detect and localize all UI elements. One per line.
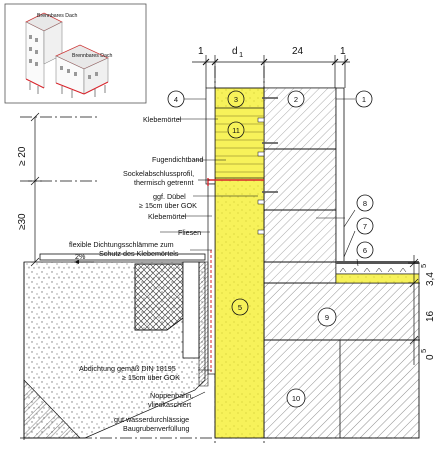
dim-top-1: 1 [198,46,204,57]
label-verfuellung-1: gut wasserdurchlässige [114,415,189,424]
label-abdichtung-1: Abdichtung gemäß DIN 18195 [79,364,176,373]
marker-10 [286,388,306,408]
label-duebel-1: ggf. Dübel [153,192,186,201]
slope-label: 2% [75,252,86,261]
leader-lines [160,98,359,408]
marker-9 [317,307,337,327]
marker-numbers: 4 3 2 1 11 8 7 6 5 9 10 [174,95,367,403]
marker-1-text: 1 [362,95,366,104]
terrain [23,253,209,440]
building-thumbnail: Brennbares Dach Brennbares Dach [4,3,147,104]
left-dimension-chain [28,112,42,267]
marker-5-text: 5 [238,303,242,312]
marker-4 [167,90,185,108]
marker-9-text: 9 [325,313,329,322]
dim-top-d: d [232,46,238,57]
dim-right-lower-sup: 5 [419,349,428,353]
marker-6-text: 6 [363,246,367,255]
label-fugendichtband: Fugendichtband [152,155,204,164]
marker-7 [356,217,374,235]
dim-right-lower: 0 [425,354,436,360]
marker-4-text: 4 [174,95,178,104]
dim-right-middle: 16 [425,310,436,322]
right-dimension-chain [408,255,420,365]
marker-5 [231,298,249,316]
marker-3-text: 3 [234,95,238,104]
label-noppenbahn-2: vlieskaschiert [148,400,191,409]
numbered-markers [167,90,374,408]
interior-plaster [335,87,345,284]
label-dichtungsschlaemme-1: flexible Dichtungsschlämme zum [69,240,174,249]
dim-left-upper: ≥ 20 [17,146,28,166]
annotations: Klebemörtel Fugendichtband Sockelabschlu… [69,115,204,433]
floor-slab [263,261,420,439]
marker-11 [227,121,245,139]
roof-label-2: Brennbares Dach [72,53,112,59]
dim-right-upper-sup: 5 [419,264,428,268]
marker-11-text: 11 [232,126,240,135]
masonry-wall [263,87,345,284]
marker-2 [287,90,305,108]
facade-insulation [205,87,278,439]
label-klebemoertel-top: Klebemörtel [143,115,182,124]
marker-8-text: 8 [363,199,367,208]
marker-8 [356,194,374,212]
label-dichtungsschlaemme-2: Schutz des Klebemörtels [99,249,179,258]
label-noppenbahn-1: Noppenbahn, [150,391,193,400]
dim-top-d-sub: 1 [239,50,243,59]
marker-10-text: 10 [292,394,300,403]
label-klebemoertel-mid: Klebemörtel [148,212,187,221]
label-sockelabschluss-1: Sockelabschlussprofil, [123,169,194,178]
marker-3 [227,90,245,108]
dim-right-upper: 3,4 [425,272,436,286]
label-sockelabschluss-2: thermisch getrennt [134,178,194,187]
roof-label-1: Brennbares Dach [37,13,77,19]
marker-7-text: 7 [363,222,367,231]
dim-top-1b: 1 [340,46,346,57]
marker-1 [355,90,373,108]
label-abdichtung-2: ≥ 15cm über GOK [122,373,180,382]
dim-left-lower: ≥30 [17,213,28,230]
label-fliesen: Fliesen [178,228,201,237]
marker-2-text: 2 [294,95,298,104]
label-duebel-2: ≥ 15cm über GOK [139,201,197,210]
dim-top-24: 24 [292,46,304,57]
top-dimension-chain [192,55,350,88]
marker-6 [356,241,374,259]
label-verfuellung-2: Baugrubenverfüllung [123,424,189,433]
